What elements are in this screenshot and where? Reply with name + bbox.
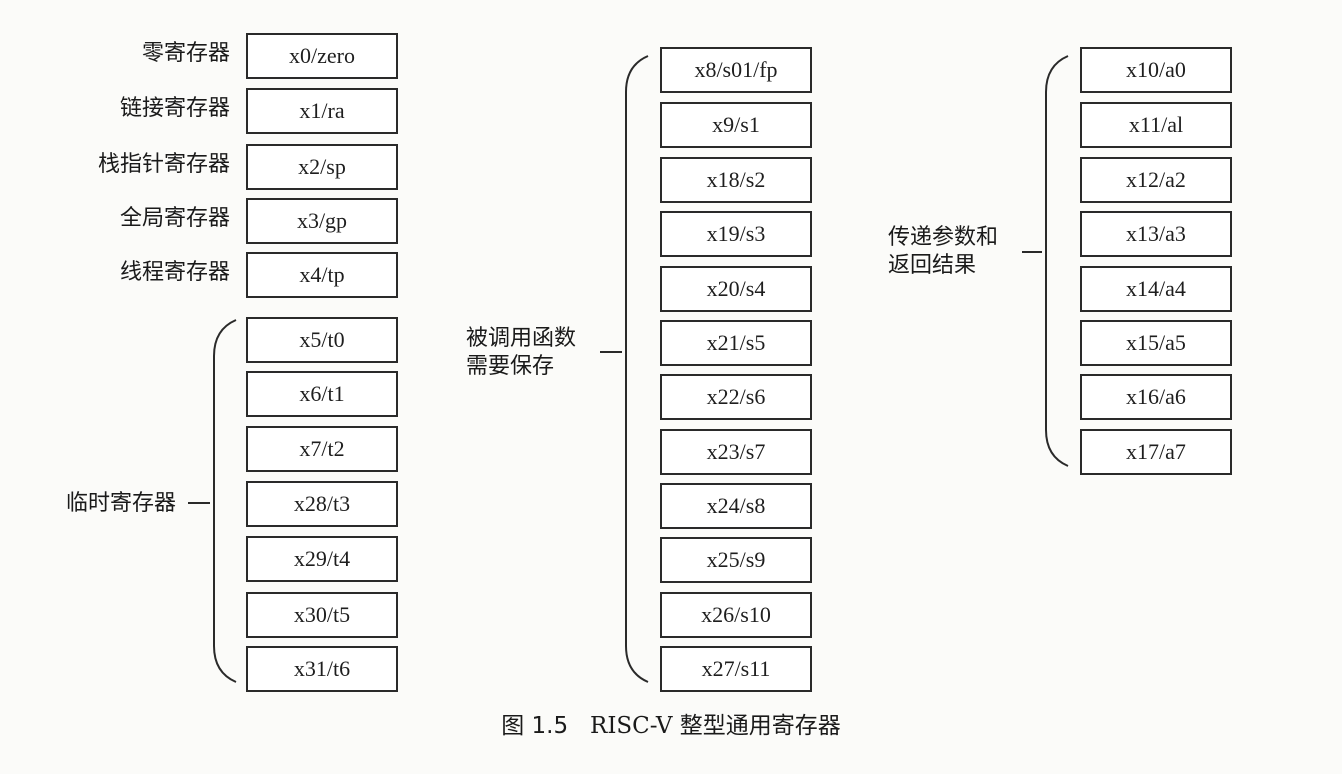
- register-x22: x22/s6: [660, 374, 812, 420]
- register-x11: x11/al: [1080, 102, 1232, 148]
- label-thread-register: 线程寄存器: [119, 260, 230, 285]
- register-x29: x29/t4: [246, 536, 398, 582]
- bracket-callee-saved: [625, 55, 649, 683]
- register-x12: x12/a2: [1080, 157, 1232, 203]
- bracket-temporary: [213, 319, 237, 683]
- bracket-arguments: [1045, 55, 1069, 467]
- register-x10: x10/a0: [1080, 47, 1232, 93]
- register-x13: x13/a3: [1080, 211, 1232, 257]
- register-x30: x30/t5: [246, 592, 398, 638]
- register-x20: x20/s4: [660, 266, 812, 312]
- label-global-register: 全局寄存器: [119, 206, 230, 231]
- register-x24: x24/s8: [660, 483, 812, 529]
- label-link-register: 链接寄存器: [119, 96, 230, 121]
- label-temporary-registers: 临时寄存器: [65, 491, 176, 516]
- register-x3: x3/gp: [246, 198, 398, 244]
- register-x25: x25/s9: [660, 537, 812, 583]
- register-x16: x16/a6: [1080, 374, 1232, 420]
- register-x27: x27/s11: [660, 646, 812, 692]
- label-zero-register: 零寄存器: [141, 41, 230, 66]
- label-callee-saved: 被调用函数 需要保存: [466, 325, 576, 380]
- register-x7: x7/t2: [246, 426, 398, 472]
- register-x17: x17/a7: [1080, 429, 1232, 475]
- figure-number: 图 1.5: [501, 713, 569, 739]
- register-x23: x23/s7: [660, 429, 812, 475]
- register-x1: x1/ra: [246, 88, 398, 134]
- label-callee-saved-line2: 需要保存: [466, 353, 555, 379]
- register-x2: x2/sp: [246, 144, 398, 190]
- register-x18: x18/s2: [660, 157, 812, 203]
- figure-title: RISC-V 整型通用寄存器: [590, 713, 841, 739]
- label-stack-pointer-register: 栈指针寄存器: [97, 152, 230, 177]
- register-x15: x15/a5: [1080, 320, 1232, 366]
- register-x26: x26/s10: [660, 592, 812, 638]
- register-x21: x21/s5: [660, 320, 812, 366]
- register-x6: x6/t1: [246, 371, 398, 417]
- register-x14: x14/a4: [1080, 266, 1232, 312]
- figure-caption: 图 1.5 RISC-V 整型通用寄存器: [0, 706, 1342, 740]
- register-x0: x0/zero: [246, 33, 398, 79]
- label-arguments-results-line1: 传递参数和: [888, 225, 999, 250]
- register-x31: x31/t6: [246, 646, 398, 692]
- register-x28: x28/t3: [246, 481, 398, 527]
- register-x19: x19/s3: [660, 211, 812, 257]
- label-arguments-results-line2: 返回结果: [888, 252, 977, 278]
- register-x8: x8/s01/fp: [660, 47, 812, 93]
- register-x5: x5/t0: [246, 317, 398, 363]
- label-arguments-results: 传递参数和 返回结果: [888, 224, 998, 279]
- label-callee-saved-line1: 被调用函数: [466, 326, 577, 351]
- register-x4: x4/tp: [246, 252, 398, 298]
- register-x9: x9/s1: [660, 102, 812, 148]
